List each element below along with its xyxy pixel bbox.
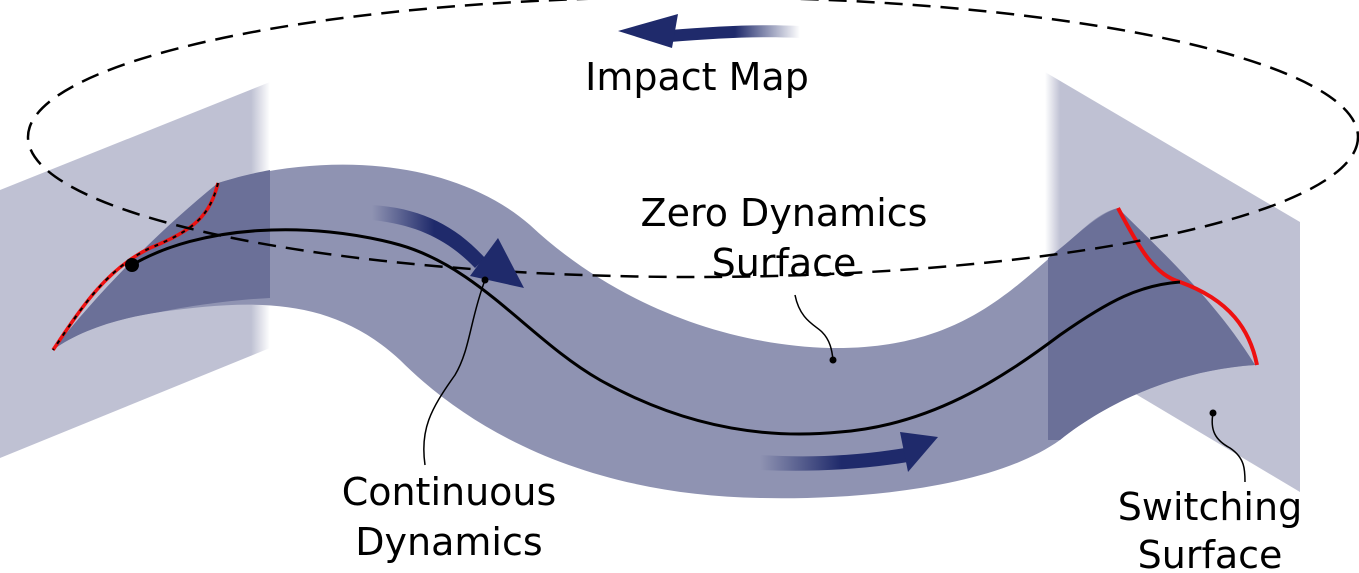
continuous-dynamics-arrow-lower [760,432,938,472]
right-switching-curve [1116,207,1259,366]
right-overlap-region [1048,208,1255,440]
switching-surface-label-line2: Surface [1138,533,1283,573]
zero-dynamics-surface [53,164,1255,499]
continuous-dynamics-leader-dot [481,276,489,284]
continuous-dynamics-label-line2: Dynamics [355,520,542,564]
trajectory-curve [131,228,1181,436]
impact-map-arrow [618,14,800,48]
left-overlap-region [53,170,270,350]
impact-map-label: Impact Map [585,55,809,99]
switching-surface-leader [1211,412,1246,483]
impact-map-ellipse [26,0,1359,279]
zero-dynamics-label-line2: Surface [712,241,857,285]
switching-surface-leader-dot [1209,409,1217,417]
zero-dynamics-leader [794,294,834,361]
switching-surface-label-line1: Switching [1118,485,1302,529]
continuous-dynamics-label-line1: Continuous [342,470,557,514]
impact-point [125,258,139,272]
left-switching-curve-dash [52,182,219,351]
zero-dynamics-label-line1: Zero Dynamics [641,191,928,235]
continuous-dynamics-arrow-upper [372,205,524,288]
zero-dynamics-leader-dot [829,356,837,364]
continuous-dynamics-leader [423,279,486,466]
